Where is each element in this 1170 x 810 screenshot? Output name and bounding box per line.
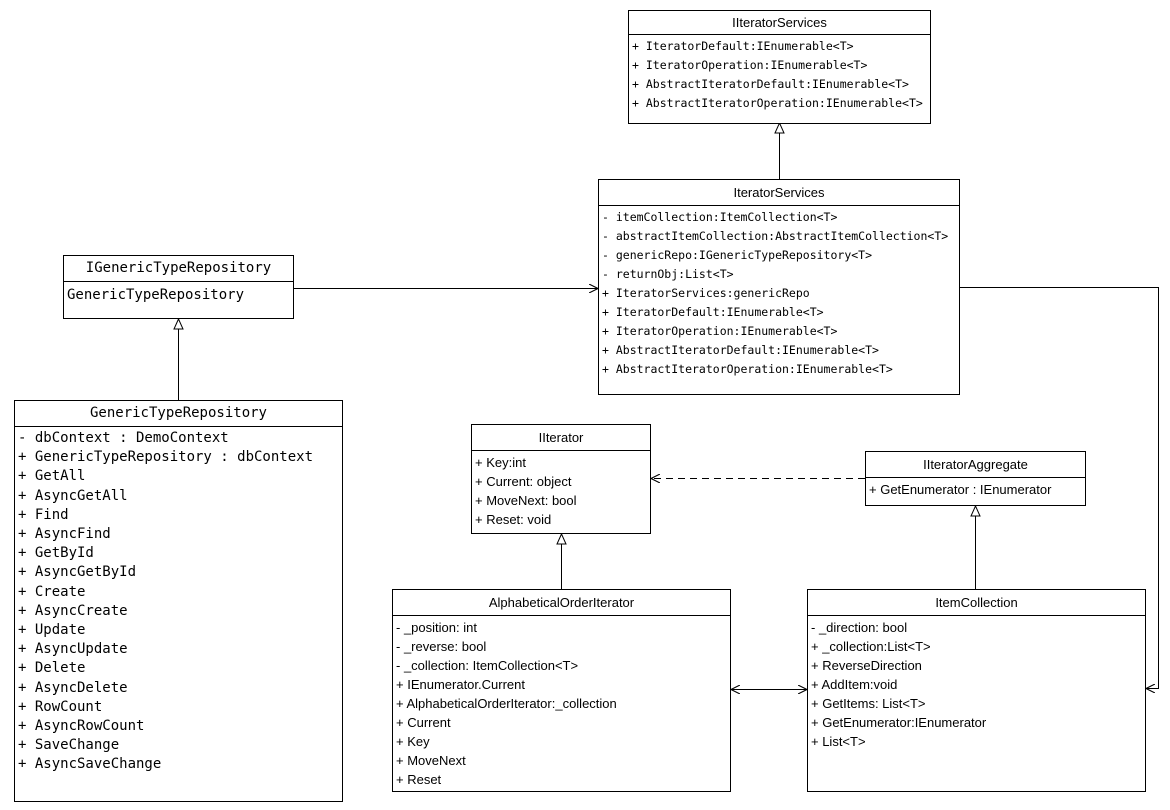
class-members: GenericTypeRepository	[64, 282, 293, 308]
class-member: + _collection:List<T>	[811, 639, 931, 654]
class-member: - dbContext : DemoContext	[18, 430, 229, 446]
class-member: + Key	[396, 734, 430, 749]
class-member: + AsyncDelete	[18, 679, 128, 696]
class-member: + RowCount	[18, 698, 103, 715]
class-member: - _position: int	[396, 620, 477, 635]
class-member: + SaveChange	[18, 737, 120, 754]
class-member: + Create	[18, 583, 86, 600]
class-member: + Find	[18, 506, 69, 523]
edge-itemcollection-implements-iiteratoraggregate	[970, 504, 981, 589]
class-member: + IteratorOperation:IEnumerable<T>	[632, 58, 868, 72]
class-member: GenericTypeRepository	[67, 287, 245, 303]
class-title: IIterator	[472, 425, 650, 451]
class-member: + AsyncSaveChange	[18, 756, 162, 773]
class-member: + GetEnumerator:IEnumerator	[811, 715, 987, 730]
class-member: + IEnumerator.Current	[396, 677, 525, 692]
class-member: + AbstractIteratorOperation:IEnumerable<…	[602, 362, 893, 376]
class-title: IIteratorServices	[629, 11, 930, 35]
class-member: + IteratorOperation:IEnumerable<T>	[602, 324, 838, 338]
class-member: - _reverse: bool	[396, 639, 487, 654]
class-member: + GetEnumerator : IEnumerator	[869, 482, 1052, 497]
class-member: + AsyncRowCount	[18, 718, 145, 735]
class-title: IteratorServices	[599, 180, 959, 206]
class-member: + IteratorDefault:IEnumerable<T>	[602, 305, 824, 319]
class-member: - _collection: ItemCollection<T>	[396, 658, 579, 673]
class-member: + GenericTypeRepository : dbContext	[18, 449, 314, 466]
class-member: - genericRepo:IGenericTypeRepository<T>	[602, 248, 873, 262]
class-member: + Update	[18, 622, 86, 639]
class-member: + IteratorServices:genericRepo	[602, 286, 810, 300]
class-member: + GetById	[18, 545, 94, 562]
class-title: IGenericTypeRepository	[64, 256, 293, 282]
class-member: + AsyncFind	[18, 526, 111, 543]
class-iiteratoraggregate[interactable]: IIteratorAggregate + GetEnumerator : IEn…	[865, 451, 1086, 506]
class-member: + AbstractIteratorDefault:IEnumerable<T>	[602, 343, 879, 357]
class-igenerictyperepository[interactable]: IGenericTypeRepository GenericTypeReposi…	[63, 255, 294, 319]
class-members: - itemCollection:ItemCollection<T> - abst…	[599, 206, 959, 381]
class-member: + GetAll	[18, 468, 86, 485]
edge-iteratorservices-implements-iiteratorservices	[774, 121, 785, 179]
class-member: + MoveNext	[396, 753, 466, 768]
class-title: GenericTypeRepository	[15, 401, 342, 427]
class-members: + Key:int + Current: object + MoveNext: bo…	[472, 451, 650, 531]
class-iiterator[interactable]: IIterator + Key:int + Current: object + Mo…	[471, 424, 651, 534]
class-members: - dbContext : DemoContext + GenericTypeRe…	[15, 427, 342, 777]
class-member: + AsyncGetById	[18, 564, 137, 581]
class-member: - abstractItemCollection:AbstractItemCol…	[602, 229, 949, 243]
class-itemcollection[interactable]: ItemCollection - _direction: bool + _coll…	[807, 589, 1146, 792]
class-member: + Reset	[396, 772, 442, 787]
edge-iteratorservices-to-itemcollection	[960, 287, 1159, 689]
class-members: + IteratorDefault:IEnumerable<T> + Iterat…	[629, 35, 930, 115]
class-member: - _direction: bool	[811, 620, 908, 635]
class-member: + List<T>	[811, 734, 866, 749]
class-member: + Key:int	[475, 455, 526, 470]
class-member: + Reset: void	[475, 512, 552, 527]
class-member: + Current	[396, 715, 451, 730]
class-title: ItemCollection	[808, 590, 1145, 616]
class-member: + GetItems: List<T>	[811, 696, 926, 711]
class-member: + Current: object	[475, 474, 572, 489]
class-alphabeticalorderiterator[interactable]: AlphabeticalOrderIterator - _position: i…	[392, 589, 731, 792]
class-members: - _position: int - _reverse: bool - _colle…	[393, 616, 730, 791]
class-member: + Delete	[18, 660, 86, 677]
class-member: + AsyncCreate	[18, 602, 128, 619]
class-member: + AsyncUpdate	[18, 641, 128, 658]
class-members: - _direction: bool + _collection:List<T> +…	[808, 616, 1145, 753]
edge-alphabeticalorderiterator-implements-iiterator	[556, 532, 567, 589]
class-member: + AddItem:void	[811, 677, 898, 692]
class-member: + IteratorDefault:IEnumerable<T>	[632, 39, 854, 53]
class-iteratorservices[interactable]: IteratorServices - itemCollection:ItemCo…	[598, 179, 960, 395]
class-iiteratorservices[interactable]: IIteratorServices + IteratorDefault:IEnu…	[628, 10, 931, 124]
class-generictyperepository[interactable]: GenericTypeRepository - dbContext : Demo…	[14, 400, 343, 802]
class-member: + AlphabeticalOrderIterator:_collection	[396, 696, 617, 711]
class-member: - returnObj:List<T>	[602, 267, 734, 281]
class-member: + MoveNext: bool	[475, 493, 577, 508]
class-member: - itemCollection:ItemCollection<T>	[602, 210, 838, 224]
class-member: + ReverseDirection	[811, 658, 922, 673]
class-title: AlphabeticalOrderIterator	[393, 590, 730, 616]
edge-generictyperepository-implements-igenerictyperepository	[173, 317, 184, 400]
class-members: + GetEnumerator : IEnumerator	[866, 478, 1085, 501]
class-member: + AbstractIteratorOperation:IEnumerable<…	[632, 96, 923, 110]
class-member: + AbstractIteratorDefault:IEnumerable<T>	[632, 77, 909, 91]
class-member: + AsyncGetAll	[18, 487, 128, 504]
class-title: IIteratorAggregate	[866, 452, 1085, 478]
